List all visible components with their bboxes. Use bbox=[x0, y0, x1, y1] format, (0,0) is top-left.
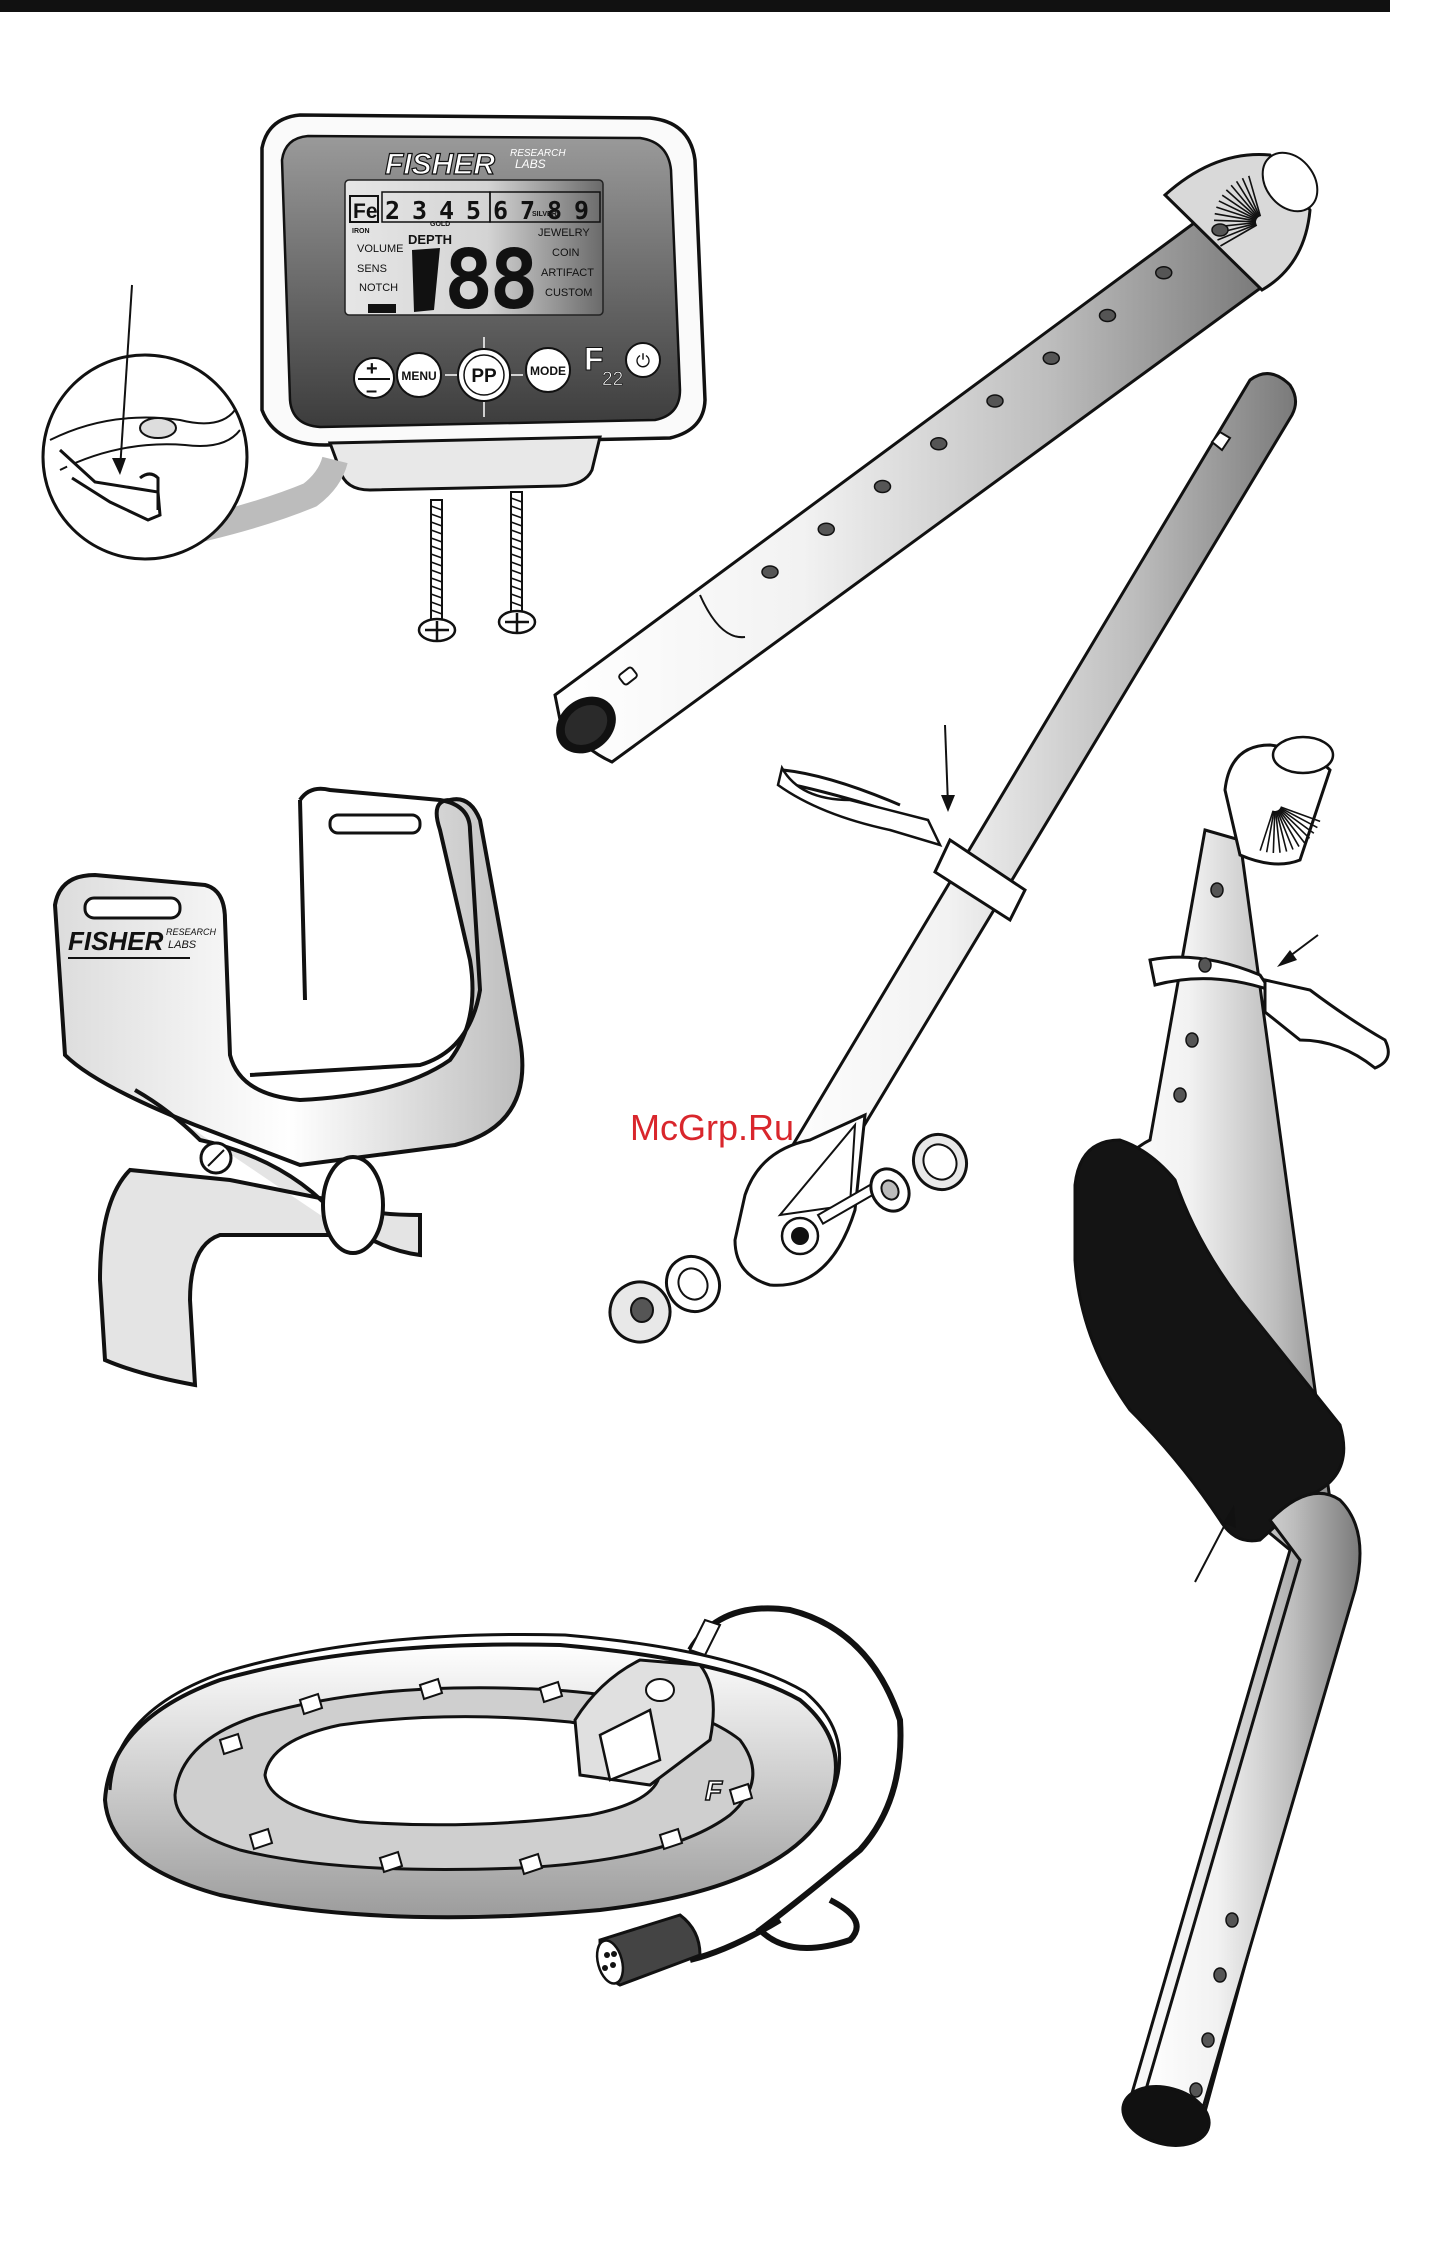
iron-label: IRON bbox=[352, 228, 370, 235]
custom-label: CUSTOM bbox=[545, 287, 592, 299]
power-icon: ⏻ bbox=[636, 351, 650, 371]
pp-label: PP bbox=[471, 366, 497, 387]
menu-label: MENU bbox=[401, 369, 436, 383]
armrest-brand-sub-1: RESEARCH bbox=[166, 927, 217, 937]
watermark: McGrp.Ru bbox=[630, 1107, 794, 1148]
top-rule bbox=[0, 0, 1390, 12]
gold-label: GOLD bbox=[430, 221, 450, 228]
model-letter: F bbox=[584, 341, 604, 377]
scale-digit: 5 bbox=[466, 196, 481, 225]
scale-digit: 2 bbox=[385, 196, 400, 225]
scale-digit: 6 bbox=[493, 196, 508, 225]
scale-digit: 9 bbox=[574, 196, 589, 225]
model-number: 22 bbox=[602, 369, 623, 390]
brand-sub-2: LABS bbox=[515, 157, 546, 171]
search-coil: F bbox=[105, 1608, 901, 1986]
armrest-brand-sub-2: LABS bbox=[168, 939, 197, 951]
depth-digits: 88 bbox=[444, 233, 535, 328]
plus-label: + bbox=[366, 358, 378, 380]
sens-label: SENS bbox=[357, 263, 387, 275]
mode-label: MODE bbox=[530, 364, 566, 378]
minus-label: – bbox=[366, 380, 377, 402]
battery-indicator bbox=[368, 304, 396, 313]
artifact-label: ARTIFACT bbox=[541, 267, 594, 279]
armrest: FISHER RESEARCH LABS bbox=[55, 789, 522, 1385]
notch-label: NOTCH bbox=[359, 282, 398, 294]
scale-digit: 3 bbox=[412, 196, 427, 225]
iron-symbol: Fe bbox=[353, 200, 378, 223]
armrest-brand: FISHER bbox=[68, 926, 164, 956]
menu-button[interactable]: MENU bbox=[397, 353, 441, 397]
brand-logo: FISHER bbox=[385, 148, 495, 181]
s-shaft bbox=[1075, 737, 1388, 2154]
silver-label: SILVER bbox=[532, 211, 557, 218]
jewelry-label: JEWELRY bbox=[538, 227, 590, 239]
coin-label: COIN bbox=[552, 247, 580, 259]
coil-logo: F bbox=[705, 1775, 723, 1806]
power-button[interactable]: ⏻ bbox=[626, 343, 660, 377]
volume-label: VOLUME bbox=[357, 243, 403, 255]
mode-button[interactable]: MODE bbox=[526, 348, 570, 392]
mounting-screws bbox=[419, 492, 535, 641]
